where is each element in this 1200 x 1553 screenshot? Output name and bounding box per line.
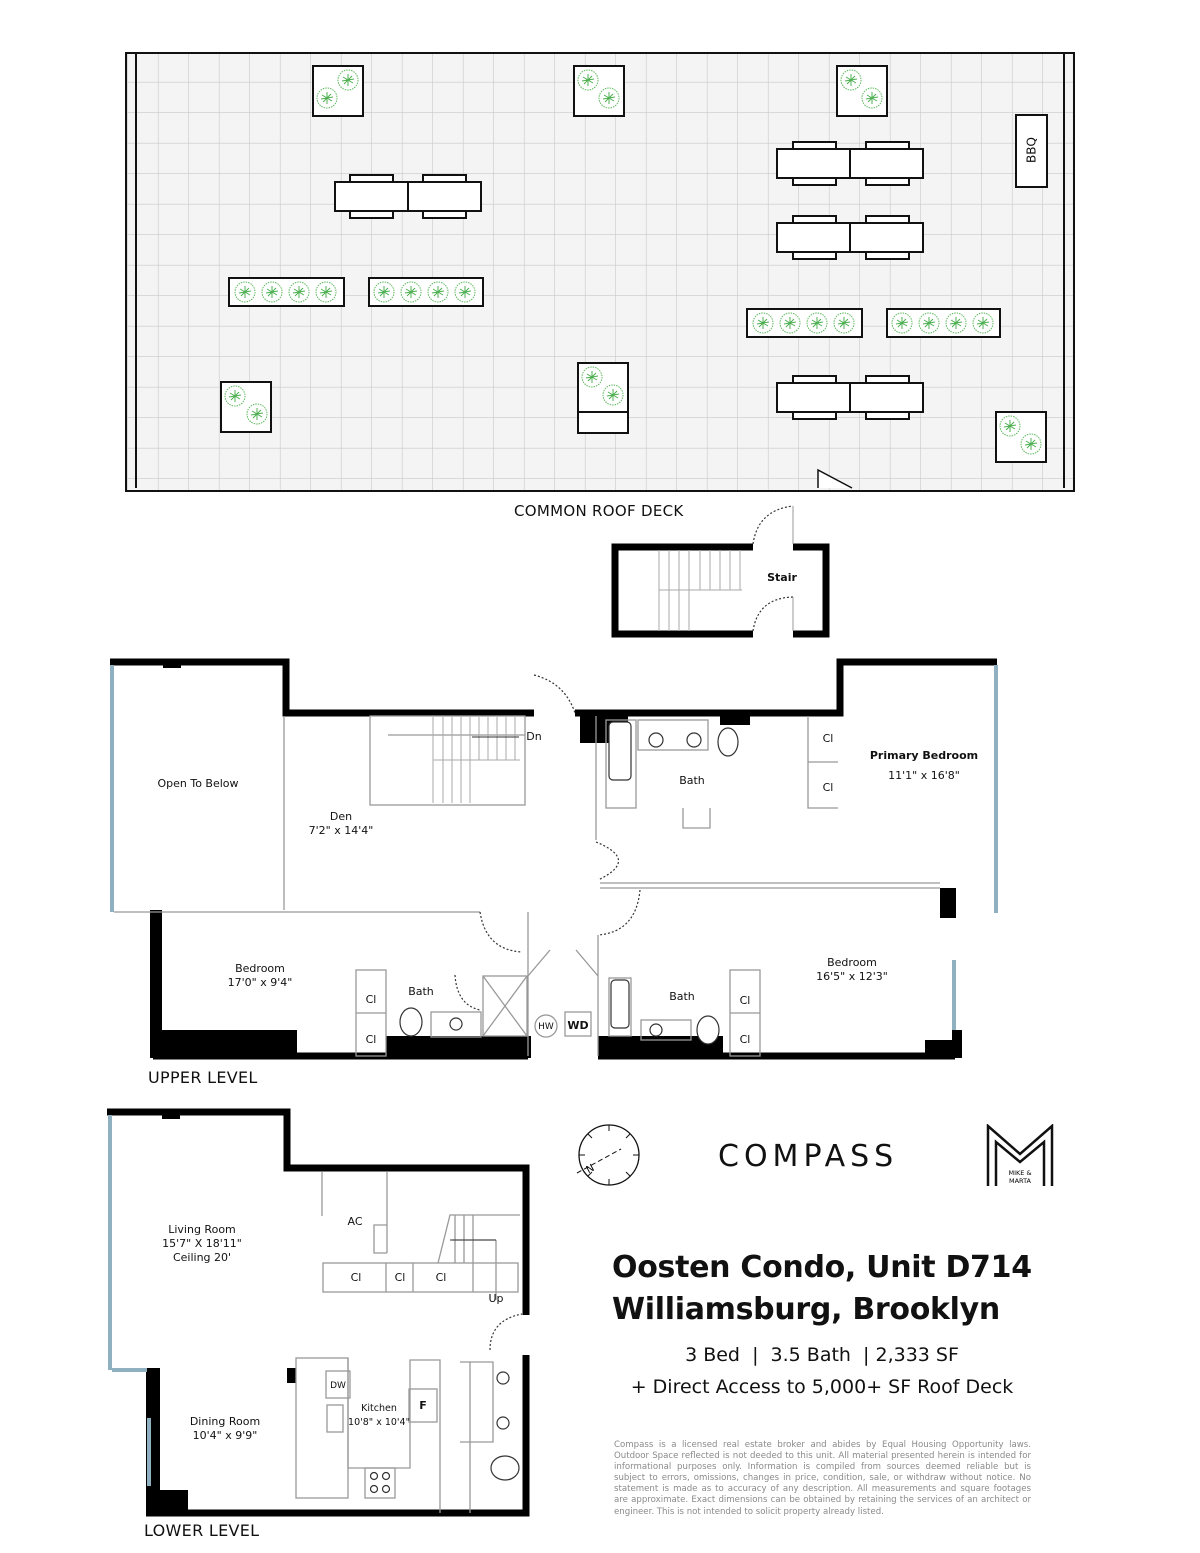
- room-bath-west: Bath: [408, 985, 434, 998]
- room-name: Bedroom: [235, 962, 285, 975]
- roof-deck-label: COMMON ROOF DECK: [514, 502, 684, 520]
- room-bath-east: Bath: [669, 990, 695, 1003]
- room-dims: 11'1" x 16'8": [888, 769, 960, 782]
- room-name: Primary Bedroom: [869, 749, 979, 762]
- room-primary-bedroom: Primary Bedroom 11'1" x 16'8": [870, 749, 978, 783]
- room-living-room: Living Room 15'7" X 18'11" Ceiling 20': [162, 1223, 242, 1265]
- room-dining-room: Dining Room 10'4" x 9'9": [190, 1415, 260, 1443]
- listing-title: Oosten Condo, Unit D714: [612, 1250, 1032, 1285]
- listing-roof-access: + Direct Access to 5,000+ SF Roof Deck: [630, 1376, 1014, 1398]
- room-bedroom-west: Bedroom 17'0" x 9'4": [228, 962, 293, 990]
- room-dims: 15'7" X 18'11": [162, 1237, 242, 1250]
- listing-location: Williamsburg, Brooklyn: [612, 1292, 1000, 1327]
- room-kitchen: Kitchen 10'8" x 10'4": [348, 1402, 410, 1430]
- planter-square: [573, 65, 625, 117]
- closet: Cl: [822, 732, 834, 745]
- listing-stats: 3 Bed | 3.5 Bath | 2,333 SF: [685, 1344, 959, 1366]
- roof-deck-plan: [125, 52, 1075, 638]
- dining-table: [776, 375, 924, 420]
- lower-level-label: LOWER LEVEL: [144, 1521, 260, 1540]
- planter-long: [886, 308, 1001, 338]
- closet: Cl: [394, 1271, 406, 1284]
- stair-label: Stair: [767, 571, 797, 584]
- room-dims: 10'8" x 10'4": [348, 1417, 410, 1428]
- water-heater-label: HW: [538, 1022, 554, 1032]
- ceiling-height: Ceiling 20': [172, 1251, 232, 1264]
- room-den: Den 7'2" x 14'4": [309, 810, 374, 838]
- planter-square: [220, 381, 272, 433]
- ac-label: AC: [347, 1215, 363, 1228]
- dishwasher-label: DW: [330, 1381, 346, 1391]
- room-bath-primary: Bath: [679, 774, 705, 787]
- stair-direction-up: Up: [488, 1292, 504, 1305]
- room-bedroom-east: Bedroom 16'5" x 12'3": [816, 956, 888, 984]
- closet: Cl: [739, 994, 751, 1007]
- legal-disclaimer: Compass is a licensed real estate broker…: [614, 1440, 1031, 1517]
- svg-text:MIKE &: MIKE &: [1008, 1169, 1031, 1177]
- bbq-grill: [1015, 114, 1048, 188]
- dining-table: [776, 141, 924, 186]
- closet: Cl: [365, 993, 377, 1006]
- fridge-label: F: [419, 1399, 427, 1412]
- room-dims: 16'5" x 12'3": [816, 970, 888, 983]
- planter-long: [228, 277, 345, 307]
- svg-text:N: N: [585, 1163, 597, 1176]
- room-name: Bedroom: [827, 956, 877, 969]
- room-name: Dining Room: [189, 1415, 261, 1428]
- planter-square: [312, 65, 364, 117]
- room-name: Living Room: [168, 1223, 236, 1236]
- planter-long: [368, 277, 484, 307]
- upper-level-label: UPPER LEVEL: [148, 1068, 258, 1087]
- washer-dryer-label: WD: [567, 1019, 589, 1032]
- north-arrow-icon: N: [576, 1124, 640, 1186]
- svg-text:MARTA: MARTA: [1009, 1177, 1032, 1185]
- room-name: Kitchen: [361, 1403, 397, 1414]
- closet: Cl: [435, 1271, 447, 1284]
- stair-direction-dn: Dn: [526, 730, 542, 743]
- closet: Cl: [365, 1033, 377, 1046]
- mike-marta-logo: MIKE & MARTA: [986, 1124, 1054, 1186]
- planter-square: [836, 65, 888, 117]
- dining-table: [334, 174, 482, 219]
- closet: Cl: [739, 1033, 751, 1046]
- planter-square: [577, 362, 629, 434]
- closet: Cl: [822, 781, 834, 794]
- stair-enclosure: [611, 505, 830, 638]
- room-open-to-below: Open To Below: [157, 777, 239, 790]
- room-name: Den: [329, 810, 353, 823]
- dining-table: [776, 215, 924, 260]
- room-dims: 7'2" x 14'4": [308, 824, 374, 837]
- room-dims: 10'4" x 9'9": [192, 1429, 258, 1442]
- planter-long: [746, 308, 863, 338]
- closet: Cl: [350, 1271, 362, 1284]
- compass-logo: COMPASS: [718, 1139, 899, 1174]
- room-dims: 17'0" x 9'4": [227, 976, 293, 989]
- upper-level-plan: [110, 658, 998, 1060]
- planter-square: [995, 411, 1047, 463]
